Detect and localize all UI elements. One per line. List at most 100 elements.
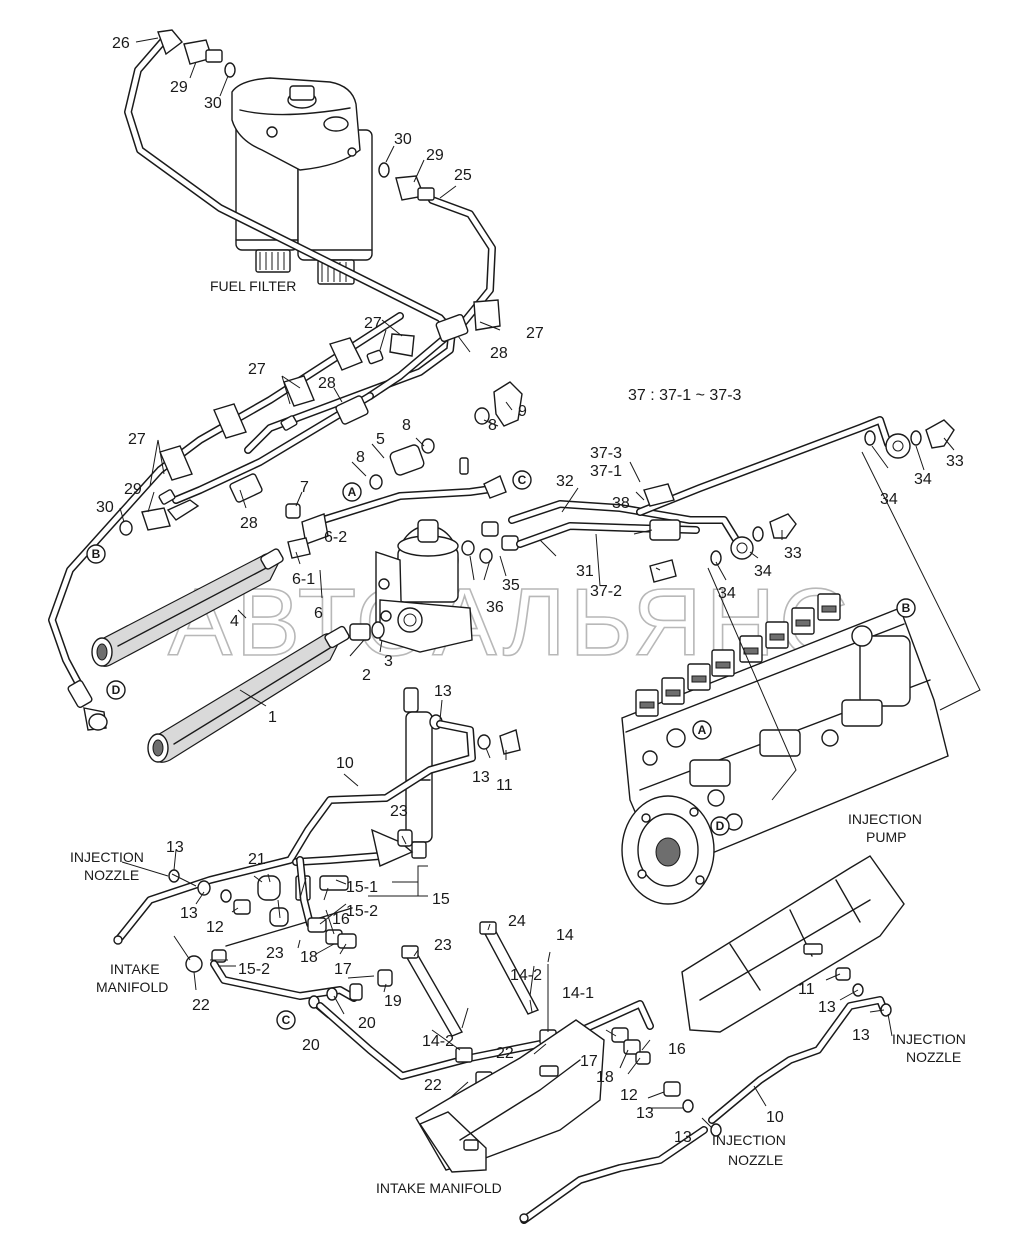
part-label: 31 <box>576 563 594 580</box>
part-label: 13 <box>674 1129 692 1146</box>
part-label: 23 <box>266 945 284 962</box>
part-label: 10 <box>336 755 354 772</box>
fuel-filter <box>231 77 373 285</box>
fitting-29-30-top <box>119 39 435 536</box>
long-bolts-23-24 <box>401 921 539 1037</box>
marker-a-2: A <box>692 720 712 740</box>
part-label: 29 <box>124 481 142 498</box>
part-label: 35 <box>502 577 520 594</box>
svg-text:A: A <box>348 485 357 499</box>
part-label: 3 <box>384 653 393 670</box>
watermark-text: АВТОАЛЬЯНС <box>168 569 852 676</box>
clamp-27-group <box>158 299 501 505</box>
svg-text:D: D <box>112 683 121 697</box>
part-label: 26 <box>112 35 130 52</box>
part-label: 34 <box>880 491 898 508</box>
part-label: 20 <box>302 1037 320 1054</box>
part-label: 7 <box>300 479 309 496</box>
part-label: 12 <box>620 1087 638 1104</box>
part-label: 27 <box>248 361 266 378</box>
part-label: 34 <box>754 563 772 580</box>
pipe-bundle-28 <box>48 312 469 694</box>
hose-4 <box>91 548 284 667</box>
pipe-26 <box>124 29 456 454</box>
part-label: 28 <box>318 375 336 392</box>
nozzle-fittings-left <box>168 828 414 1009</box>
part-label: 14 <box>556 927 574 944</box>
part-label: 4 <box>230 613 239 630</box>
caption-nozzle-bottom-2: NOZZLE <box>728 1152 783 1168</box>
part-label: 29 <box>170 79 188 96</box>
part-label: 22 <box>424 1077 442 1094</box>
part-label: 11 <box>496 777 513 794</box>
caption-intake-left-2: MANIFOLD <box>96 979 168 995</box>
svg-text:D: D <box>716 819 725 833</box>
part-label: 8 <box>402 417 411 434</box>
intake-manifold-bottom <box>415 1019 605 1173</box>
caption-injection-pump-2: PUMP <box>866 829 906 845</box>
injection-line-10-top <box>113 720 476 945</box>
bracket-6 <box>285 503 329 559</box>
part-label: 13 <box>636 1105 654 1122</box>
part-label: 1 <box>268 709 277 726</box>
part-label: 13 <box>434 683 452 700</box>
part-label: 28 <box>240 515 258 532</box>
part-label: 18 <box>596 1069 614 1086</box>
part-label: 15 <box>432 891 450 908</box>
caption-fuel-filter: FUEL FILTER <box>210 278 296 294</box>
part-label: 17 <box>334 961 352 978</box>
feed-pump <box>375 519 473 653</box>
caption-nozzle-right-1: INJECTION <box>892 1031 966 1047</box>
part-label: 11 <box>798 981 815 998</box>
leak-off-lines <box>707 451 981 801</box>
part-label: 34 <box>914 471 932 488</box>
part-label: 9 <box>518 403 527 420</box>
part-label: 6-1 <box>292 571 315 588</box>
banjo-33-34 <box>710 419 955 566</box>
part-label: 16 <box>668 1041 686 1058</box>
part-label: 30 <box>394 131 412 148</box>
marker-c-2: C <box>276 1010 296 1030</box>
injection-pump <box>621 593 949 905</box>
part-label: 18 <box>300 949 318 966</box>
part-labels: 26 29 30 30 29 25 27 28 27 27 28 27 29 3… <box>96 35 964 1146</box>
caption-nozzle-left-1: INJECTION <box>70 849 144 865</box>
part-label: 30 <box>204 95 222 112</box>
part-label: 37-3 <box>590 445 622 462</box>
part-label: 37-1 <box>590 463 622 480</box>
part-label: 5 <box>376 431 385 448</box>
marker-a-1: A <box>342 482 362 502</box>
part-label: 33 <box>784 545 802 562</box>
marker-b-2: B <box>896 598 916 618</box>
caption-nozzle-left-2: NOZZLE <box>84 867 139 883</box>
part-label: 8 <box>488 417 497 434</box>
part-label: 14-2 <box>510 967 542 984</box>
part-label: 19 <box>384 993 402 1010</box>
marker-d-2: D <box>710 816 730 836</box>
part-label: 13 <box>166 839 184 856</box>
part-label: 6 <box>314 605 323 622</box>
part-label: 13 <box>180 905 198 922</box>
pipe-25 <box>366 196 496 400</box>
svg-text:A: A <box>698 723 707 737</box>
part-label: 33 <box>946 453 964 470</box>
hose-1 <box>147 621 385 763</box>
part-label: 17 <box>580 1053 598 1070</box>
marker-b-1: B <box>86 544 106 564</box>
part-label: 15-1 <box>346 879 378 896</box>
part-label: 24 <box>508 913 526 930</box>
svg-text:C: C <box>518 473 527 487</box>
part-label: 2 <box>362 667 371 684</box>
marker-c-1: C <box>512 470 532 490</box>
part-label: 32 <box>556 473 574 490</box>
caption-intake-left-1: INTAKE <box>110 961 160 977</box>
caption-intake-bottom: INTAKE MANIFOLD <box>376 1180 502 1196</box>
part-label: 8 <box>356 449 365 466</box>
part-label: 29 <box>426 147 444 164</box>
priming-pump-parts <box>306 381 523 528</box>
part-label: 13 <box>852 1027 870 1044</box>
part-label: 30 <box>96 499 114 516</box>
nozzle-fittings-right <box>519 967 892 1224</box>
svg-text:B: B <box>92 547 101 561</box>
part-label: 34 <box>718 585 736 602</box>
